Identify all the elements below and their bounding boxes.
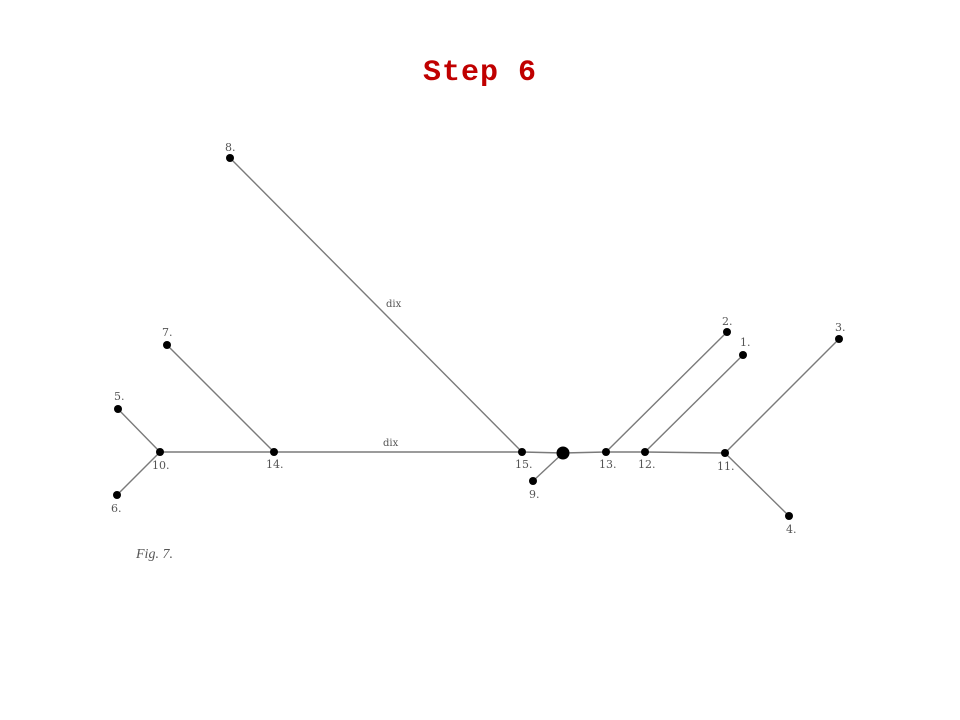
- node-2: [723, 328, 731, 336]
- node-15: [518, 448, 526, 456]
- node-12: [641, 448, 649, 456]
- node-labels-layer: 8. 7. 5. 6. 10. 14. 15. 9. 13. 12. 11. 2. 1. 3. 4.: [111, 141, 846, 536]
- edge-12-1: [644, 354, 744, 453]
- edge-11-3: [724, 338, 840, 454]
- node-11: [721, 449, 729, 457]
- node-label-3: 3.: [835, 321, 846, 334]
- edge-10-6: [116, 451, 161, 496]
- edge-15-8: [229, 157, 523, 453]
- node-7: [163, 341, 171, 349]
- node-label-13: 13.: [599, 458, 617, 471]
- figure-caption: Fig. 7.: [135, 547, 173, 562]
- node-3: [835, 335, 843, 343]
- node-label-9: 9.: [529, 488, 540, 501]
- edge-10-5: [117, 408, 161, 453]
- edge-14-7: [166, 344, 275, 453]
- node-label-15: 15.: [515, 458, 533, 471]
- node-10: [156, 448, 164, 456]
- node-6: [113, 491, 121, 499]
- node-14: [270, 448, 278, 456]
- slide-title: Step 6: [422, 56, 538, 90]
- edge-label-14-15: dix: [383, 438, 399, 449]
- node-9: [529, 477, 537, 485]
- edge-label-15-8: dix: [386, 299, 402, 310]
- node-label-6: 6.: [111, 502, 122, 515]
- node-8: [226, 154, 234, 162]
- edge-labels-layer: dix dix: [383, 299, 402, 449]
- node-label-11: 11.: [717, 460, 735, 473]
- node-label-12: 12.: [638, 458, 656, 471]
- edges-layer: [116, 157, 840, 517]
- edge-12-11: [644, 451, 726, 454]
- edge-root-9: [532, 452, 564, 482]
- node-label-1: 1.: [740, 336, 751, 349]
- node-13: [602, 448, 610, 456]
- edge-15-root: [521, 451, 564, 454]
- edge-11-4: [724, 452, 790, 517]
- node-label-4: 4.: [786, 523, 797, 536]
- node-label-7: 7.: [162, 326, 173, 339]
- root-node: [556, 446, 570, 460]
- node-label-14: 14.: [266, 458, 284, 471]
- edge-root-13: [562, 451, 607, 454]
- node-label-2: 2.: [722, 315, 733, 328]
- node-4: [785, 512, 793, 520]
- node-5: [114, 405, 122, 413]
- node-label-8: 8.: [225, 141, 236, 154]
- node-label-10: 10.: [152, 459, 170, 472]
- nodes-layer: [113, 154, 843, 520]
- node-1: [739, 351, 747, 359]
- edge-13-2: [605, 331, 728, 453]
- node-label-5: 5.: [114, 390, 125, 403]
